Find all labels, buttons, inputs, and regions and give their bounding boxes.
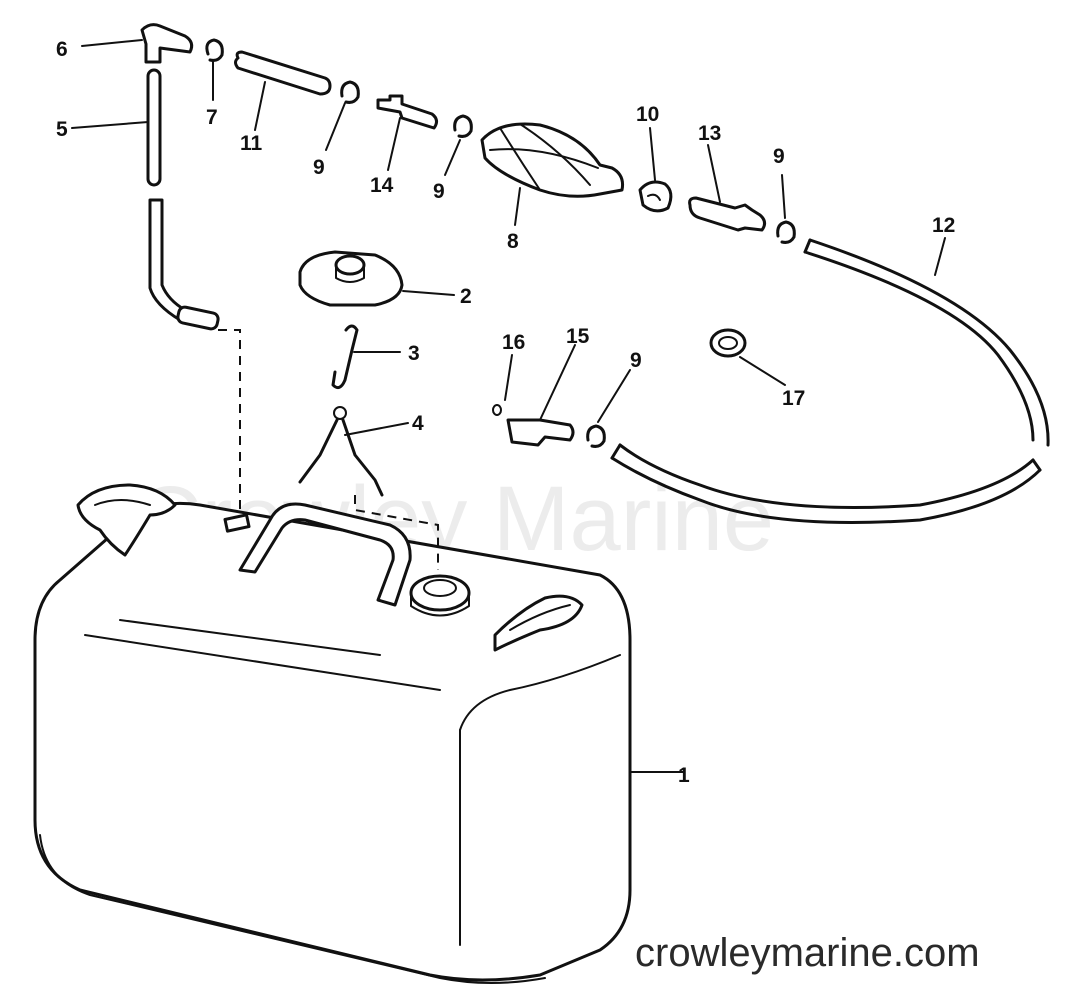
part-6-elbow-fitting — [81, 23, 194, 64]
site-url-text: crowleymarine.com — [635, 931, 980, 975]
part-17-hose-clamp — [709, 328, 786, 386]
part-7-clamp — [205, 38, 224, 101]
callout-16: 16 — [502, 331, 525, 354]
part-9-clamp-b — [444, 114, 473, 176]
callout-labels: 1 2 3 4 5 6 7 8 9 9 9 9 10 11 12 13 14 1… — [56, 38, 955, 787]
assembly-dash-lines — [218, 329, 439, 570]
part-11-hose — [234, 50, 332, 131]
callout-10: 10 — [636, 103, 659, 126]
callout-3: 3 — [408, 342, 420, 365]
part-5-vent-tube — [71, 68, 220, 331]
callout-9d: 9 — [630, 349, 642, 372]
callout-2: 2 — [460, 285, 472, 308]
callout-12: 12 — [932, 214, 955, 237]
part-2-filler-cap — [298, 250, 455, 307]
callout-1: 1 — [678, 764, 690, 787]
part-13-connector-fitting — [688, 144, 767, 232]
callout-9c: 9 — [773, 145, 785, 168]
callout-13: 13 — [698, 122, 721, 145]
callout-17: 17 — [782, 387, 805, 410]
callout-14: 14 — [370, 174, 394, 197]
part-10-clamp — [638, 127, 673, 213]
part-3-chain-hook — [331, 324, 401, 390]
part-9-clamp-c — [776, 174, 796, 244]
callout-6: 6 — [56, 38, 68, 61]
part-14-connector — [376, 94, 439, 171]
part-15-fuel-connector — [506, 344, 576, 447]
part-9-clamp-d — [586, 369, 631, 448]
callout-9b: 9 — [433, 180, 445, 203]
callout-4: 4 — [412, 412, 424, 435]
part-12-fuel-hose — [610, 237, 1050, 524]
callout-7: 7 — [206, 106, 218, 129]
callout-11: 11 — [240, 132, 263, 155]
callout-15: 15 — [566, 325, 590, 348]
callout-5: 5 — [56, 118, 68, 141]
part-8-primer-bulb — [480, 122, 624, 226]
callout-8: 8 — [507, 230, 519, 253]
part-1-fuel-tank — [33, 483, 684, 984]
part-4-cap-retainer — [298, 406, 409, 497]
part-9-clamp-a — [325, 80, 360, 151]
callout-9a: 9 — [313, 156, 325, 179]
part-16-o-ring — [492, 354, 513, 416]
